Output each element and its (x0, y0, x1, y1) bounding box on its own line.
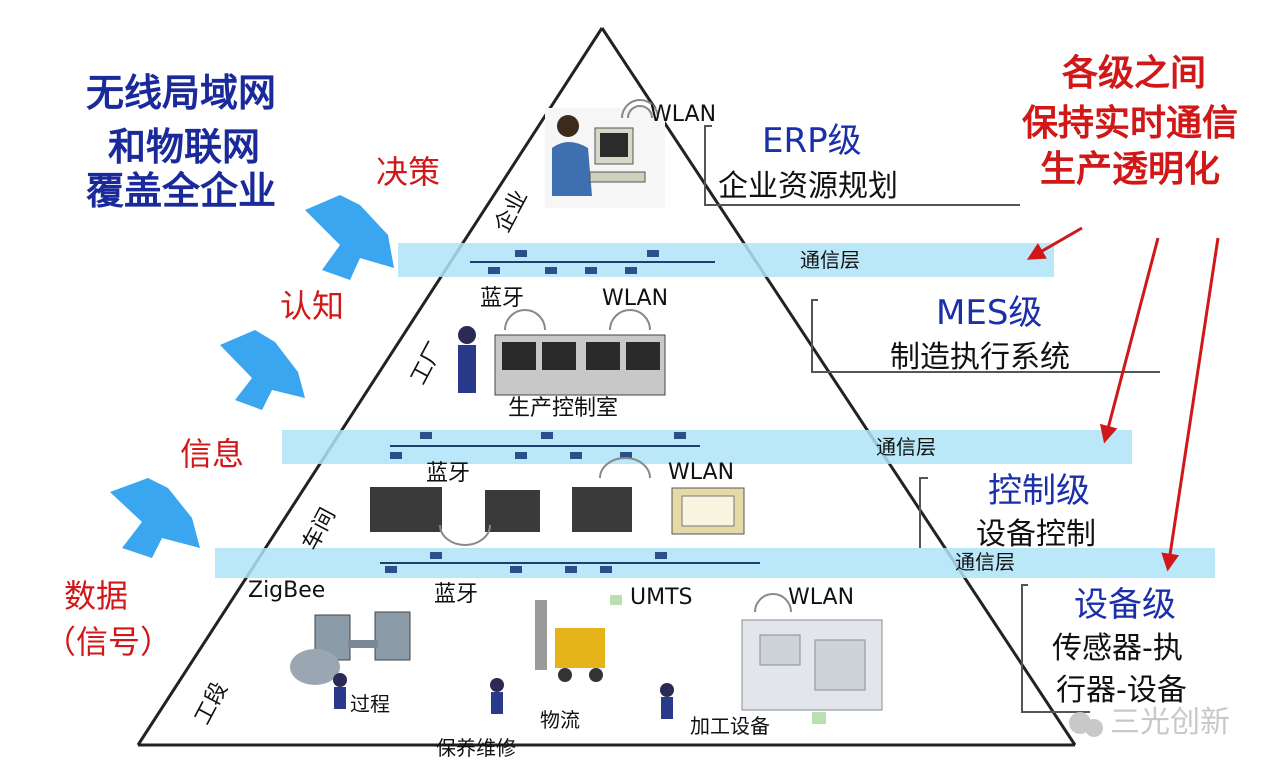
zigbee-label: ZigBee (248, 578, 326, 603)
control-level-subtitle: 设备控制 (976, 517, 1096, 552)
stage-decision: 决策 (376, 153, 441, 191)
bluetooth-label-mes: 蓝牙 (480, 286, 525, 311)
device-level-subtitle-1: 传感器-执 (1052, 631, 1183, 666)
right-caption-line-1: 各级之间 (1062, 53, 1207, 94)
maintenance-label: 保养维修 (436, 736, 516, 760)
pyramid-outline (136, 27, 1077, 747)
erp-level-title: ERP级 (762, 121, 862, 161)
control-cabinets-illustration (370, 457, 745, 546)
mes-level-subtitle: 制造执行系统 (890, 340, 1070, 375)
left-caption-line-1: 无线局域网 (86, 71, 277, 115)
watermark-logo (1069, 712, 1103, 737)
watermark-text: 三光创新 (1110, 705, 1230, 740)
device-level-title: 设备级 (1074, 585, 1176, 625)
wlan-label-control: WLAN (668, 460, 735, 485)
comm-band-3 (215, 548, 1215, 578)
wlan-label-mes: WLAN (602, 286, 669, 311)
device-floor-illustration (290, 593, 883, 724)
control-room-label: 生产控制室 (508, 396, 619, 421)
red-arrows (1026, 226, 1220, 572)
stage-signal: （信号） (44, 623, 173, 661)
stage-information: 信息 (180, 435, 245, 473)
stage-cognition: 认知 (280, 287, 345, 325)
wlan-label-device: WLAN (788, 585, 855, 610)
comm-band-2 (282, 430, 1132, 464)
right-caption-line-2: 保持实时通信 (1022, 103, 1239, 144)
arrow-to-decision (305, 195, 394, 280)
umts-label: UMTS (630, 585, 693, 610)
control-level-title: 控制级 (988, 471, 1090, 511)
right-caption-line-3: 生产透明化 (1040, 149, 1221, 190)
flow-arrows (110, 195, 394, 558)
mes-level-title: MES级 (936, 293, 1043, 333)
logistics-label: 物流 (540, 708, 580, 732)
erp-worker-illustration (545, 99, 665, 208)
erp-level-subtitle: 企业资源规划 (718, 169, 898, 204)
left-caption-line-3: 覆盖全企业 (86, 169, 277, 213)
control-room-illustration (458, 309, 666, 396)
process-label: 过程 (350, 692, 390, 716)
bluetooth-label-control: 蓝牙 (426, 461, 471, 486)
wlan-label-erp: WLAN (650, 102, 717, 127)
level-brackets (704, 125, 1160, 713)
comm-band-1 (398, 243, 1054, 277)
stage-data: 数据 (64, 577, 129, 615)
comm-layer-label-2: 通信层 (876, 435, 936, 459)
comm-layer-label-3: 通信层 (955, 550, 1015, 574)
left-caption-line-2: 和物联网 (108, 125, 261, 169)
machining-label: 加工设备 (690, 714, 770, 738)
bluetooth-label-device: 蓝牙 (434, 582, 479, 607)
device-level-subtitle-2: 行器-设备 (1056, 673, 1187, 708)
comm-layer-label-1: 通信层 (800, 248, 860, 272)
